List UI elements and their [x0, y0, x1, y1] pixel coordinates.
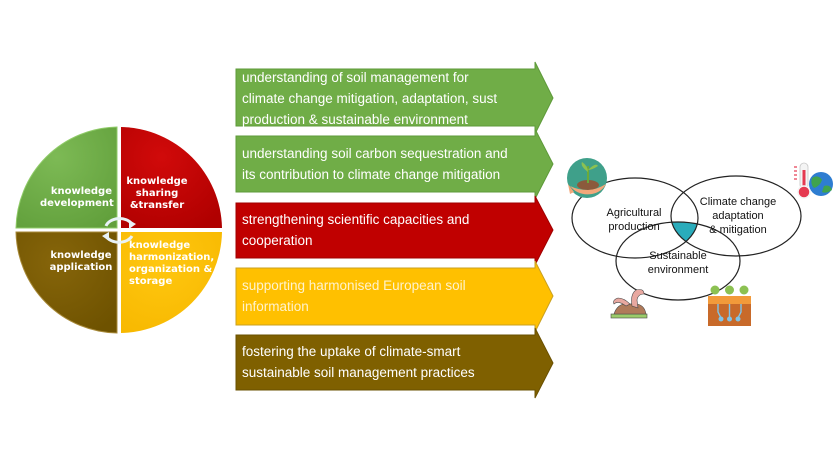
- label-line: knowledge: [50, 250, 112, 261]
- quadrant-development: [15, 126, 118, 229]
- label-knowledge-development: knowledge development: [40, 186, 114, 210]
- venn-circle-climate: [670, 175, 802, 257]
- objective-arrow-5: fostering the uptake of climate-smart su…: [235, 327, 554, 399]
- arrow-line: supporting harmonised European soil: [242, 278, 466, 293]
- thermometer-earth-icon: [794, 162, 833, 199]
- arrow-line: sustainable soil management practices: [242, 365, 475, 380]
- venn-label-climate: Climate change adaptation & mitigation: [693, 195, 783, 237]
- label-line: knowledge: [126, 176, 188, 187]
- arrow-shape: [235, 128, 554, 200]
- objective-arrow-1: understanding of soil management for cli…: [235, 61, 554, 135]
- hand-plant-icon: [567, 158, 607, 198]
- label-line: storage: [129, 276, 173, 287]
- label-knowledge-sharing: knowledge sharing &transfer: [124, 176, 190, 212]
- venn-label-environment: Sustainable environment: [638, 249, 718, 277]
- arrow-line: cooperation: [242, 233, 313, 248]
- arrow-line: understanding soil carbon sequestration …: [242, 146, 508, 161]
- objective-arrow-3: strengthening scientific capacities and …: [235, 195, 554, 266]
- label-knowledge-application: knowledge application: [46, 250, 116, 274]
- venn-label-agricultural: Agricultural production: [596, 206, 672, 234]
- venn-label-line: Agricultural: [606, 207, 662, 219]
- venn-label-line: adaptation: [712, 210, 764, 222]
- label-line: sharing: [135, 188, 179, 199]
- arrow-shape: [235, 61, 554, 135]
- arrow-line: understanding of soil management for: [242, 70, 469, 85]
- venn-label-line: environment: [647, 264, 709, 276]
- earthworm-soil-icon: [610, 289, 648, 319]
- label-knowledge-harmonization: knowledge harmonization, organization & …: [129, 240, 219, 288]
- label-line: &transfer: [129, 200, 185, 211]
- quadrant-harmonization: [121, 232, 222, 333]
- label-line: organization &: [129, 264, 213, 275]
- label-line: knowledge: [50, 186, 112, 197]
- venn-label-line: production: [608, 221, 660, 233]
- arrow-line: information: [242, 299, 309, 314]
- arrow-line: its contribution to climate change mitig…: [242, 167, 501, 182]
- arrow-line: production & sustainable environment: [242, 112, 468, 127]
- label-line: harmonization,: [129, 252, 215, 263]
- venn-label-line: Climate change: [699, 196, 777, 208]
- venn-circle-environment: [615, 221, 741, 301]
- arrow-shape: [235, 327, 554, 399]
- label-line: development: [40, 198, 114, 209]
- venn-label-line: Sustainable: [649, 250, 707, 262]
- arrow-text: supporting harmonised European soil info…: [242, 275, 542, 317]
- arrow-text: understanding soil carbon sequestration …: [242, 143, 542, 185]
- label-line: knowledge: [129, 240, 191, 251]
- arrow-shape: [235, 260, 554, 333]
- arrow-text: fostering the uptake of climate-smart su…: [242, 341, 542, 383]
- arrow-shape: [235, 195, 554, 266]
- venn-label-line: & mitigation: [709, 224, 767, 236]
- quadrant-sharing: [121, 127, 222, 228]
- venn-circle-agricultural: [571, 177, 699, 259]
- quadrant-application: [15, 231, 118, 334]
- arrow-text: understanding of soil management for cli…: [242, 67, 542, 130]
- label-line: application: [49, 262, 113, 273]
- soil-roots-icon: [708, 285, 751, 326]
- arrow-line: strengthening scientific capacities and: [242, 212, 470, 227]
- objective-arrow-4: supporting harmonised European soil info…: [235, 260, 554, 333]
- arrow-line: fostering the uptake of climate-smart: [242, 344, 461, 359]
- objective-arrow-2: understanding soil carbon sequestration …: [235, 128, 554, 200]
- arrow-line: climate change mitigation, adaptation, s…: [242, 91, 498, 106]
- arrow-text: strengthening scientific capacities and …: [242, 209, 542, 251]
